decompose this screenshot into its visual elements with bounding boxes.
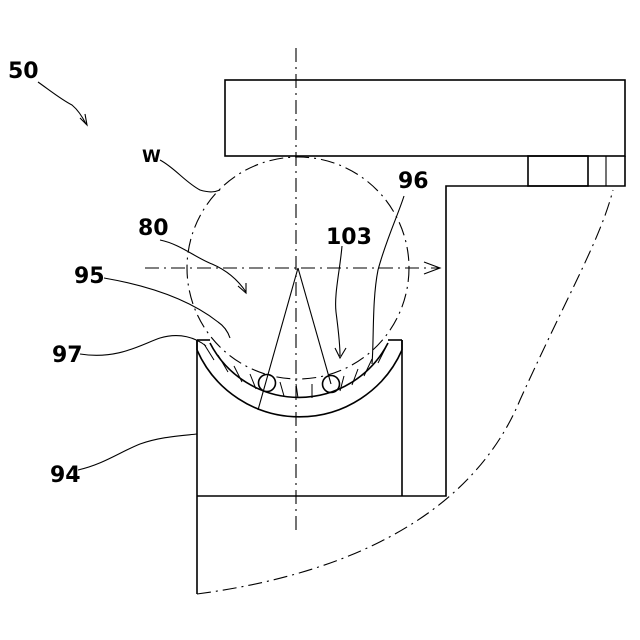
leader-80-arrow — [238, 283, 246, 293]
upper-clamp-bar — [225, 80, 625, 156]
label-w: W — [142, 147, 161, 167]
leader-80 — [160, 240, 246, 292]
label-80: 80 — [138, 216, 169, 241]
leader-97 — [80, 336, 206, 356]
pad-inner-arc — [210, 343, 388, 397]
label-94: 94 — [50, 463, 81, 488]
label-103: 103 — [326, 225, 372, 250]
support-line-right — [298, 268, 331, 384]
label-95: 95 — [74, 264, 105, 289]
leader-50 — [38, 82, 86, 124]
label-50: 50 — [8, 59, 39, 84]
leader-103 — [336, 246, 342, 356]
label-97: 97 — [52, 343, 83, 368]
leader-96 — [372, 196, 404, 364]
leader-w — [160, 160, 220, 192]
leader-94 — [78, 434, 197, 470]
right-frame — [197, 156, 625, 496]
support-line-left — [258, 268, 298, 410]
outer-contour — [197, 190, 613, 594]
label-96: 96 — [398, 169, 429, 194]
spacer-block — [528, 156, 588, 186]
leader-95 — [104, 278, 230, 338]
